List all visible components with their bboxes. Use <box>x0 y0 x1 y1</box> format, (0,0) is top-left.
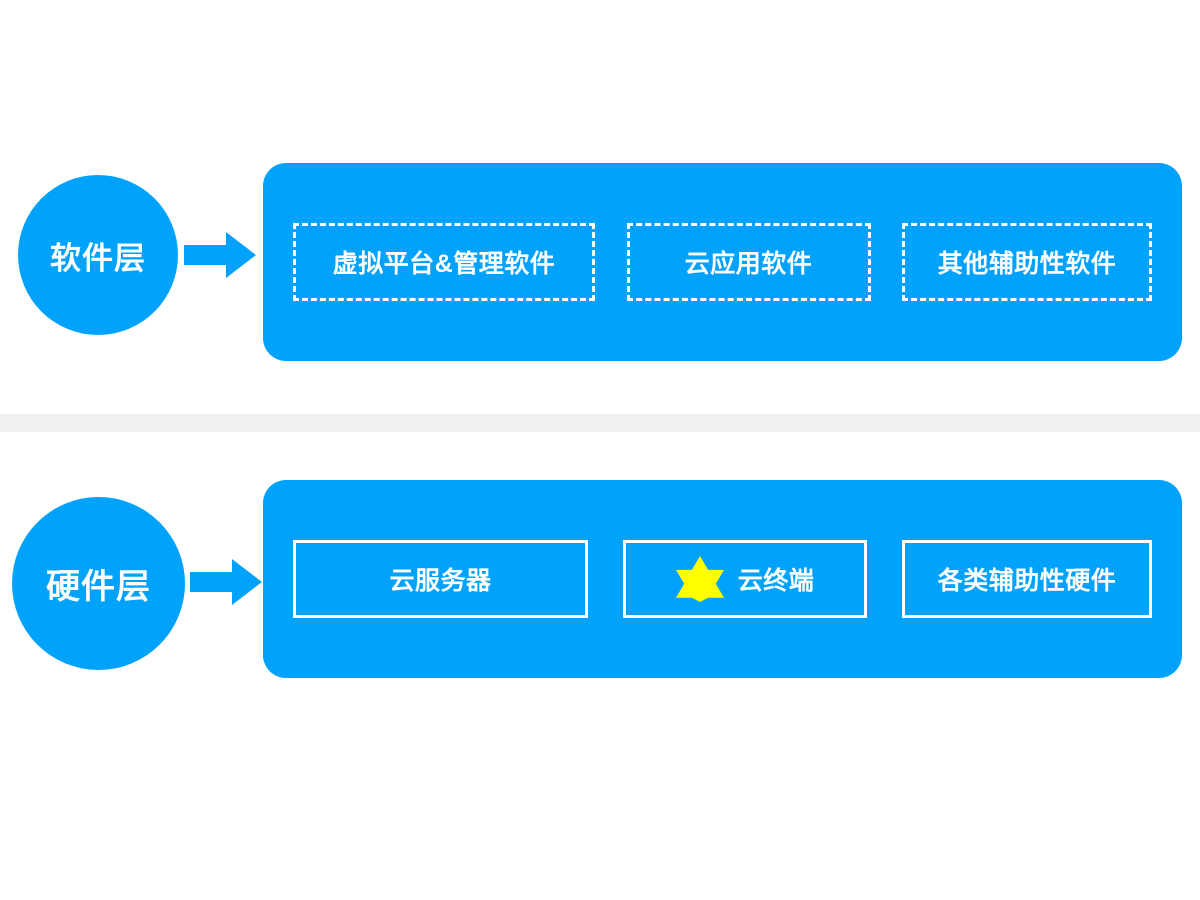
software-layer-circle[interactable]: 软件层 <box>18 175 178 335</box>
software-layer-row: 软件层 虚拟平台&管理软件 云应用软件 其他辅助性软件 <box>0 155 1200 370</box>
software-layer-panel: 虚拟平台&管理软件 云应用软件 其他辅助性软件 <box>263 163 1182 361</box>
hardware-layer-circle[interactable]: 硬件层 <box>12 497 185 670</box>
hardware-layer-circle-label: 硬件层 <box>46 568 151 606</box>
software-item-virtual-platform-label: 虚拟平台&管理软件 <box>332 250 556 278</box>
hardware-item-cloud-terminal[interactable]: 云终端 <box>623 540 867 618</box>
six-pointed-star-icon <box>675 555 724 603</box>
hardware-layer-row: 硬件层 云服务器 云终端 各类辅助性硬件 <box>0 472 1200 687</box>
software-item-cloud-application-label: 云应用软件 <box>684 250 813 278</box>
software-item-virtual-platform[interactable]: 虚拟平台&管理软件 <box>293 223 595 301</box>
hardware-item-cloud-server-label: 云服务器 <box>389 567 492 595</box>
hardware-item-auxiliary-hardware-label: 各类辅助性硬件 <box>937 567 1117 595</box>
software-item-other-auxiliary[interactable]: 其他辅助性软件 <box>902 223 1152 301</box>
software-item-other-auxiliary-label: 其他辅助性软件 <box>937 250 1117 278</box>
hardware-layer-panel: 云服务器 云终端 各类辅助性硬件 <box>263 480 1182 678</box>
software-layer-circle-label: 软件层 <box>50 240 146 276</box>
section-divider <box>0 414 1200 432</box>
hardware-layer-arrow-icon <box>190 559 262 605</box>
software-layer-arrow-icon <box>184 232 256 278</box>
hardware-item-auxiliary-hardware[interactable]: 各类辅助性硬件 <box>902 540 1152 618</box>
hardware-item-cloud-server[interactable]: 云服务器 <box>293 540 588 618</box>
software-item-cloud-application[interactable]: 云应用软件 <box>626 223 871 301</box>
hardware-item-cloud-terminal-label: 云终端 <box>737 567 815 595</box>
